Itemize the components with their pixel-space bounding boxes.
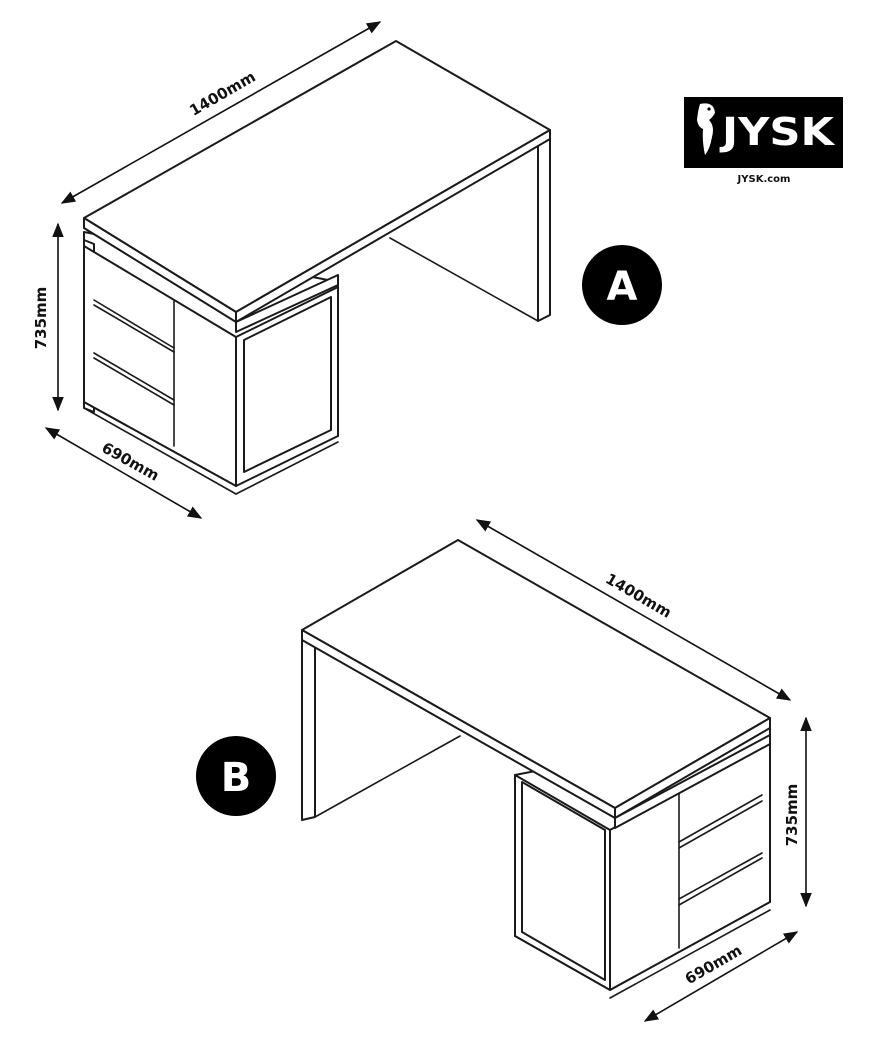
jysk-logo: JYSK JYSK.com: [684, 97, 843, 185]
variant-b-badge: B: [196, 736, 276, 816]
height-label: 735mm: [783, 784, 801, 847]
desk-b: 1400mm 735mm 690mm B: [196, 519, 812, 1022]
variant-a-label: A: [607, 264, 638, 310]
width-dimension-line: [60, 21, 382, 204]
variant-b-label: B: [221, 755, 252, 801]
width-label: 1400mm: [602, 570, 674, 622]
logo-url: JYSK.com: [737, 174, 791, 185]
width-dimension-line: [475, 519, 792, 701]
variant-a-badge: A: [582, 245, 662, 325]
depth-dimension-line: [44, 427, 203, 519]
height-label: 735mm: [32, 287, 50, 350]
depth-dimension-line: [643, 931, 799, 1022]
bird-icon: [697, 103, 715, 155]
desk-a: 1400mm 735mm 690mm A: [32, 21, 662, 519]
logo-brand: JYSK: [719, 110, 836, 154]
